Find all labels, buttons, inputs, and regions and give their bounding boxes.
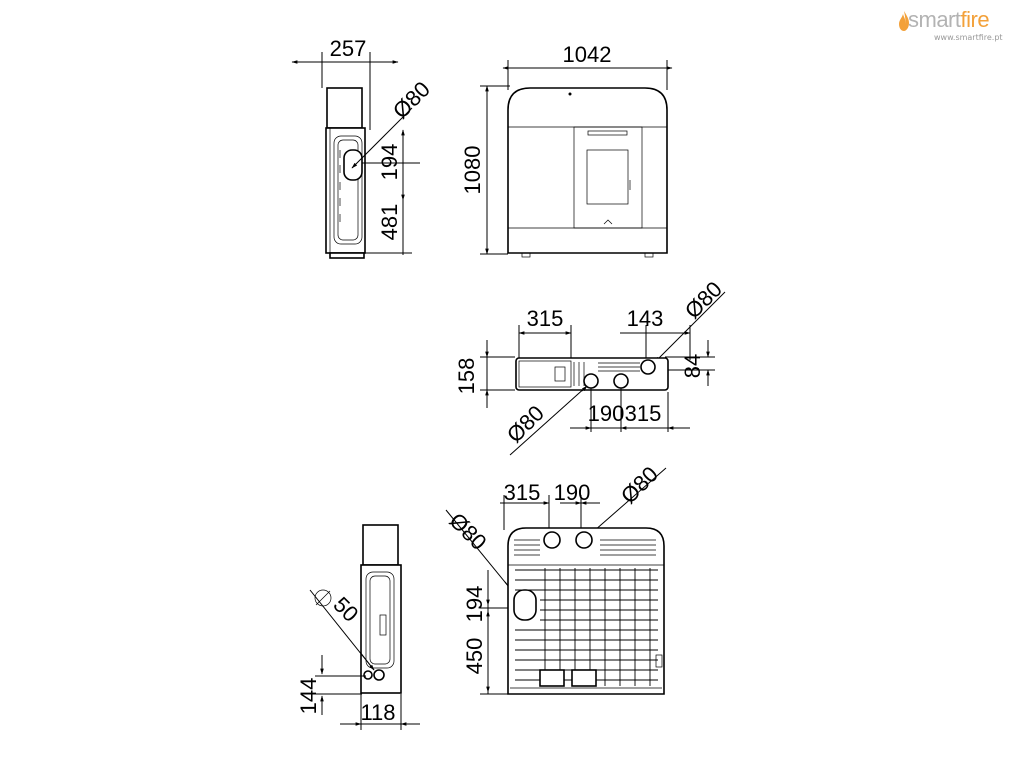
dim-back-spacing: 190: [554, 480, 591, 505]
leader-line: [351, 107, 413, 169]
dim-pipe-diameter: Ø80: [388, 76, 435, 123]
front-view: 1042 1080: [460, 42, 673, 258]
dim-side-b-diameter: 50: [328, 592, 363, 627]
dim-width: 1042: [563, 42, 612, 67]
leader-line: [654, 291, 726, 363]
dim-top-center-spacing: 190: [588, 401, 625, 426]
side-b-coil: [365, 571, 395, 669]
front-door: [573, 126, 643, 229]
front-body: [507, 87, 668, 254]
side-pipe-outlet: [343, 149, 363, 181]
dim-back-pipe-top: Ø80: [616, 461, 663, 508]
dim-top-center-right: 315: [625, 401, 662, 426]
brand-name: smartfire: [908, 7, 990, 33]
dim-top-left-offset: 315: [527, 306, 564, 331]
top-grid: [573, 362, 640, 386]
top-hopper: [518, 360, 572, 388]
top-pipe-left: [583, 373, 599, 389]
back-pipe-left: [543, 531, 561, 549]
dim-side-b-height: 144: [296, 678, 321, 715]
leader-line: [509, 385, 588, 456]
dim-back-side-height: 450: [462, 638, 487, 675]
back-top-vents: [514, 539, 656, 556]
back-side-pipe: [513, 589, 537, 621]
back-body: [507, 527, 665, 695]
side-b-coil-inner: [369, 575, 391, 665]
back-pipe-right: [575, 531, 593, 549]
brand-name-suffix: fire: [960, 7, 990, 32]
side-b-inlet: [373, 669, 385, 681]
back-switch: [655, 654, 663, 668]
brand-url: www.smartfire.pt: [934, 33, 1003, 42]
brand-logo: smartfire www.smartfire.pt: [898, 4, 1018, 44]
arrow: [581, 385, 588, 392]
top-hopper-handle: [554, 366, 566, 382]
leader-line: [585, 467, 667, 539]
back-grill: [515, 568, 658, 686]
front-logo: [603, 219, 613, 225]
back-view: 315 190 Ø80 Ø80 194 450: [444, 461, 667, 695]
side-view-bottom: 50 144 118: [296, 524, 420, 730]
front-top-grill: [587, 130, 628, 136]
dim-back-side-offset: 194: [462, 586, 487, 623]
side-view-top: 257 Ø80 194 481: [291, 36, 435, 259]
dim-top-pipe-left: Ø80: [502, 400, 549, 447]
front-foot: [644, 252, 654, 258]
dim-back-pipe-side: Ø80: [444, 508, 491, 555]
diameter-symbol-slash: [315, 590, 331, 606]
side-b-inlet-small: [363, 670, 373, 680]
flame-icon: [899, 11, 909, 31]
side-top-block: [326, 87, 363, 129]
dim-top-depth: 158: [454, 358, 479, 395]
side-b-label: [379, 614, 387, 636]
side-b-top-block: [362, 524, 399, 566]
top-view: 315 143 Ø80 158 84: [454, 276, 727, 456]
top-pipe-right: [640, 359, 656, 375]
back-hatch-right: [571, 669, 597, 687]
dim-depth: 257: [330, 36, 367, 61]
dim-top-right-depth: 84: [680, 354, 705, 378]
side-coil: [333, 135, 363, 245]
dim-side-b-depth: 118: [360, 700, 395, 725]
front-foot: [521, 252, 531, 258]
front-sensor: [568, 92, 572, 96]
arrow: [359, 651, 375, 671]
side-body: [325, 127, 366, 254]
dim-pipe-offset: 194: [377, 144, 402, 181]
dim-height: 1080: [460, 146, 485, 195]
side-coil-inner: [337, 139, 359, 241]
back-hatch-left: [539, 669, 565, 687]
front-glass: [586, 149, 629, 205]
brand-name-prefix: smart: [908, 7, 961, 32]
dim-pipe-height: 481: [377, 204, 402, 241]
dim-back-left-offset: 315: [504, 480, 541, 505]
side-base: [329, 252, 365, 259]
dim-top-right-offset: 143: [627, 306, 664, 331]
dim-top-pipe-right: Ø80: [680, 276, 727, 323]
top-pipe-center: [613, 373, 629, 389]
